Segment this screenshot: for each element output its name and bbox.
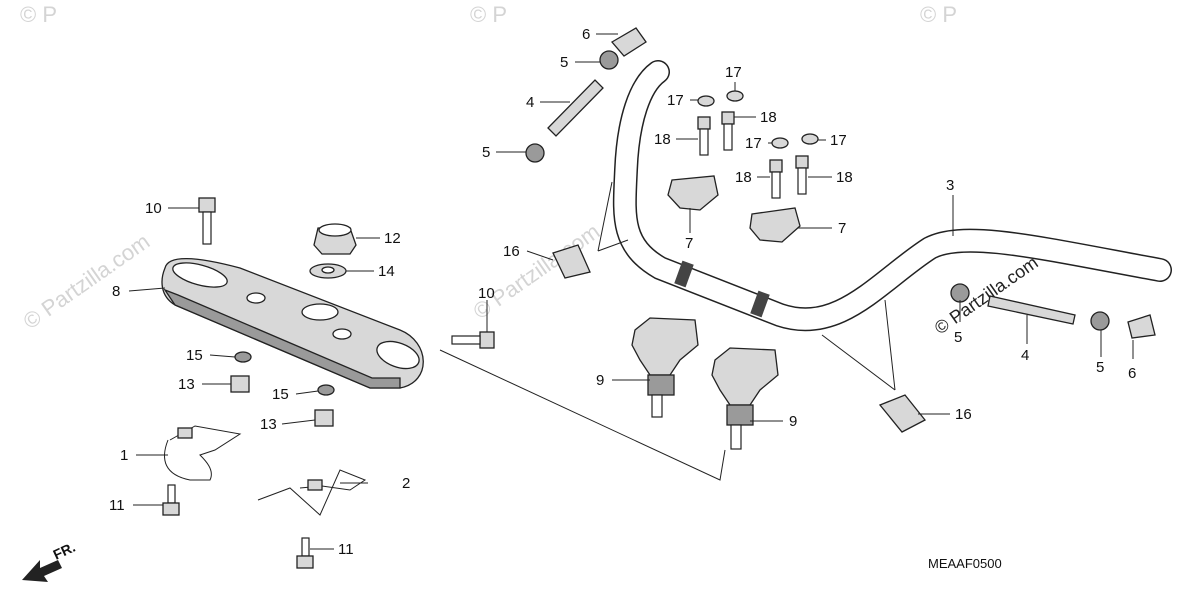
callout-13-left: 13 [178, 376, 195, 393]
callout-1: 1 [120, 447, 128, 464]
leader-lines [128, 33, 1134, 550]
bolt-11-lower-part [296, 537, 314, 569]
holder-7-right-part [749, 207, 801, 243]
site-watermark-right: © Partzilla.com [931, 252, 1042, 338]
corner-watermark-center: © P [470, 2, 507, 27]
bolt-10-top-part [198, 197, 216, 245]
callout-labels: 1 2 3 4 4 5 5 5 5 6 6 7 7 8 9 9 10 10 11… [109, 26, 1136, 558]
bolt-10-side-part [451, 331, 495, 349]
arrow-icon [22, 560, 62, 582]
callout-16-left: 16 [503, 243, 520, 260]
callout-10-right: 10 [478, 285, 495, 302]
callout-9-right: 9 [789, 413, 797, 430]
damper-rod-4-right-part [987, 295, 1076, 325]
callout-4-left: 4 [526, 94, 534, 111]
callout-14: 14 [378, 263, 395, 280]
riser-9-left-part [631, 317, 699, 418]
callout-6-left: 6 [582, 26, 590, 43]
site-watermark-left: © Partzilla.com [19, 229, 155, 335]
callout-17-top: 17 [725, 64, 742, 81]
callout-7-left: 7 [685, 235, 693, 252]
riser-9-right-part [711, 347, 779, 450]
callout-17-left: 17 [667, 92, 684, 109]
bolts-18-part [697, 111, 809, 199]
callout-5-right-a: 5 [954, 329, 962, 346]
callout-5-lower-left: 5 [482, 144, 490, 161]
handlebar-part [612, 60, 1172, 332]
callout-12: 12 [384, 230, 401, 247]
callout-13-right: 13 [260, 416, 277, 433]
washer-15-right-part [317, 384, 335, 396]
callout-18-upper-right: 18 [760, 109, 777, 126]
top-bridge-part [161, 257, 424, 389]
cap-12-part [313, 223, 357, 255]
callout-5-right-b: 5 [1096, 359, 1104, 376]
callout-18-lower-right: 18 [836, 169, 853, 186]
nuts-5-part [525, 50, 1110, 331]
callout-8: 8 [112, 283, 120, 300]
clip-16-left-part [552, 244, 591, 279]
clip-16-right-part [878, 394, 927, 433]
callout-2: 2 [402, 475, 410, 492]
callout-15-right: 15 [272, 386, 289, 403]
caps-6-part [610, 27, 1156, 339]
callout-6-right: 6 [1128, 365, 1136, 382]
washer-14-part [309, 263, 347, 279]
callout-15-left: 15 [186, 347, 203, 364]
callout-17-right: 17 [830, 132, 847, 149]
bolt-11-upper-part [162, 484, 180, 516]
callout-5-upper-left: 5 [560, 54, 568, 71]
callout-16-right: 16 [955, 406, 972, 423]
diagram-code: MEAAF0500 [928, 556, 1002, 571]
callout-4-right: 4 [1021, 347, 1029, 364]
nut-13-right-part [314, 409, 334, 427]
callout-17-middle: 17 [745, 135, 762, 152]
callout-18-lower-left: 18 [735, 169, 752, 186]
holder-7-left-part [667, 175, 719, 211]
front-label: FR. [51, 539, 78, 563]
callout-7-right: 7 [838, 220, 846, 237]
washer-15-left-part [234, 351, 252, 363]
nut-13-left-part [230, 375, 250, 393]
callout-3: 3 [946, 177, 954, 194]
clamp-1-part [164, 425, 242, 481]
callout-9-left: 9 [596, 372, 604, 389]
callout-18-upper-left: 18 [654, 131, 671, 148]
corner-watermark-left: © P [20, 2, 57, 27]
corner-watermark-right: © P [920, 2, 957, 27]
callout-11-lower: 11 [338, 541, 354, 558]
callout-10-left: 10 [145, 200, 162, 217]
clamp-2-part [257, 469, 367, 516]
damper-rod-4-left-part [547, 79, 604, 137]
front-direction-marker: FR. [22, 539, 78, 582]
caps-17-part [697, 90, 819, 149]
callout-11-upper: 11 [109, 497, 125, 514]
